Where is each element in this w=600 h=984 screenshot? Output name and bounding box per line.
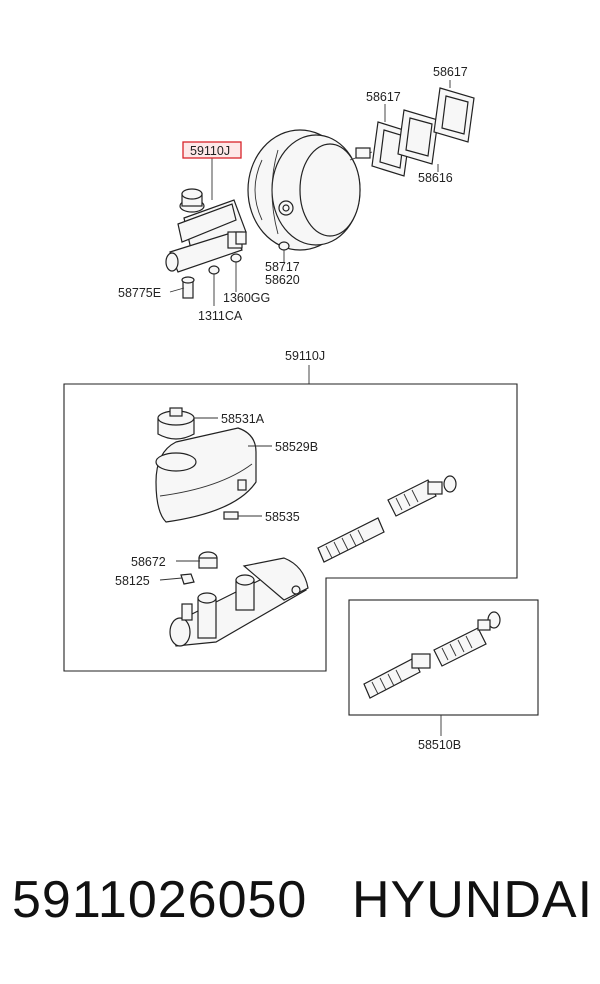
part-number: 5911026050 bbox=[12, 871, 308, 929]
highlight-frame bbox=[182, 141, 242, 159]
label-58510B[interactable]: 58510B bbox=[418, 738, 461, 752]
kit-outline bbox=[348, 599, 539, 716]
master-cylinder-top bbox=[165, 188, 247, 273]
cylinder-body bbox=[169, 557, 309, 647]
reservoir-cap bbox=[157, 407, 195, 440]
label-58529B[interactable]: 58529B bbox=[275, 440, 318, 454]
brake-booster bbox=[247, 129, 373, 251]
label-58775E[interactable]: 58775E bbox=[118, 286, 161, 300]
nut-1311CA bbox=[208, 265, 220, 275]
label-58717[interactable]: 58717 bbox=[265, 260, 300, 274]
brand-name: HYUNDAI bbox=[352, 871, 594, 929]
label-58531A[interactable]: 58531A bbox=[221, 412, 265, 426]
label-assembly-detail[interactable]: 59110J bbox=[285, 349, 325, 363]
booster-plate bbox=[397, 109, 439, 165]
label-58617-a[interactable]: 58617 bbox=[366, 90, 401, 104]
parts-diagram: 59110J 58617 58617 58616 58717 58620 587… bbox=[63, 65, 539, 752]
label-58672[interactable]: 58672 bbox=[131, 555, 166, 569]
label-1360GG[interactable]: 1360GG bbox=[223, 291, 270, 305]
piston-assembly-kit bbox=[363, 611, 501, 699]
fitting-58775E bbox=[181, 276, 195, 299]
label-58620[interactable]: 58620 bbox=[265, 273, 300, 287]
assembly-outline bbox=[63, 383, 518, 672]
label-58617-b[interactable]: 58617 bbox=[433, 65, 468, 79]
piston-assembly-primary bbox=[317, 475, 457, 563]
label-58535[interactable]: 58535 bbox=[265, 510, 300, 524]
label-58125[interactable]: 58125 bbox=[115, 574, 150, 588]
reservoir bbox=[155, 427, 257, 523]
label-1311CA[interactable]: 1311CA bbox=[198, 309, 243, 323]
label-assembly-top[interactable]: 59110J bbox=[190, 144, 230, 158]
screw bbox=[180, 573, 195, 585]
footer: 5911026050 HYUNDAI bbox=[0, 870, 600, 950]
gasket-outer bbox=[433, 87, 475, 143]
label-58616[interactable]: 58616 bbox=[418, 171, 453, 185]
grommet bbox=[198, 551, 218, 569]
washer-1360GG bbox=[230, 253, 242, 263]
bolt-58717 bbox=[278, 241, 290, 251]
reservoir-pin bbox=[223, 511, 239, 520]
